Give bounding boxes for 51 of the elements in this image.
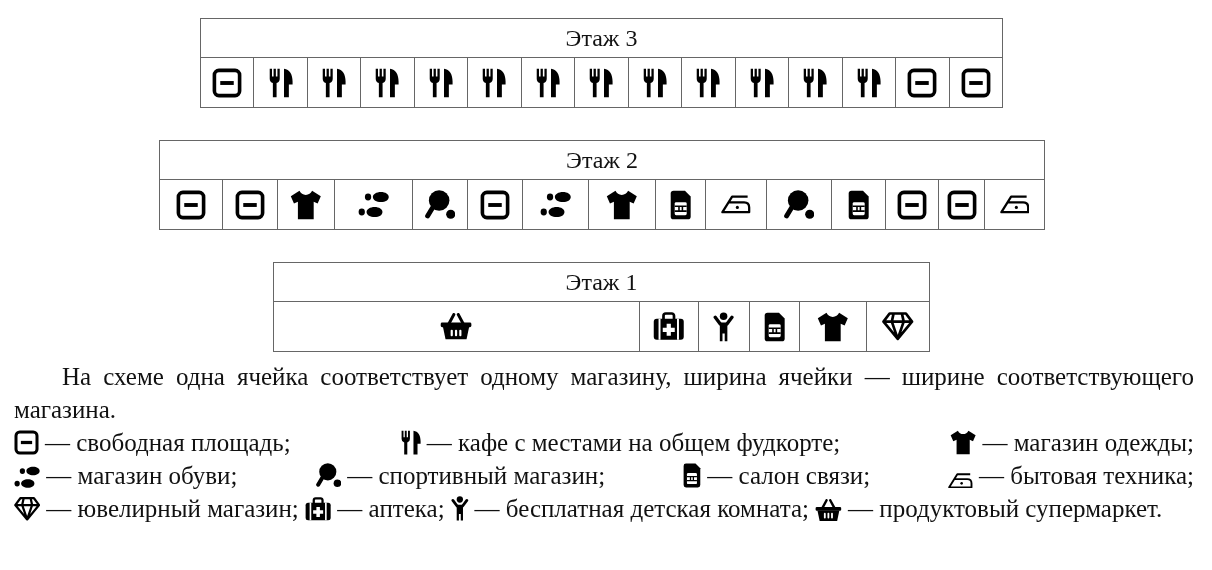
shop-cell — [221, 179, 278, 229]
floor-table — [200, 18, 1003, 108]
caption: На схеме одна ячейка соответствует одному магазину, ширина ячейки — ширине соответствующего магазина. — [14, 362, 1194, 425]
shop-cell — [334, 179, 412, 229]
shop-cell — [841, 57, 896, 107]
shop-cell — [866, 301, 929, 351]
floor-table — [273, 262, 930, 352]
legend-label: — свободная площадь; — [45, 429, 291, 456]
shop-cell — [467, 179, 522, 229]
legend-label: — спортивный магазин; — [347, 462, 606, 489]
shop-cell — [748, 301, 800, 351]
legend-label: — магазин одежды; — [982, 429, 1194, 456]
floor-heading: Этаж 3 — [565, 24, 638, 52]
floor-heading: Этаж 2 — [566, 146, 638, 174]
legend-label: — бытовая техника; — [979, 462, 1194, 489]
shop-cell — [253, 57, 307, 107]
shop-cell — [306, 57, 361, 107]
legend-label: — ювелирный магазин; — [46, 495, 299, 522]
shop-cell — [765, 179, 832, 229]
shop-cell — [697, 301, 749, 351]
shop-cell — [734, 57, 789, 107]
shop-cell — [799, 301, 867, 351]
shop-cell — [654, 179, 705, 229]
shop-cell — [885, 179, 939, 229]
shop-cell — [467, 57, 521, 107]
shop-cell — [681, 57, 735, 107]
shop-cell — [521, 179, 588, 229]
legend-label: — салон связи; — [707, 462, 871, 489]
shop-cell — [587, 179, 655, 229]
shop-cell — [948, 57, 1003, 107]
floor-heading: Этаж 1 — [565, 268, 638, 296]
legend-label: — кафе с местами на общем фудкорте; — [426, 429, 841, 456]
shop-cell — [360, 57, 414, 107]
legend-label: — продуктовый супермаркет. — [848, 495, 1163, 522]
shop-cell — [574, 57, 628, 107]
shop-cell — [831, 179, 886, 229]
shop-cell — [277, 179, 335, 229]
shop-cell — [938, 179, 985, 229]
legend-label: — магазин обуви; — [46, 462, 238, 489]
shop-cell — [895, 57, 949, 107]
shop-cell — [704, 179, 766, 229]
shop-cell — [638, 301, 698, 351]
shop-cell — [413, 57, 468, 107]
floor-table — [159, 140, 1045, 230]
shop-cell — [412, 179, 468, 229]
shop-cell — [520, 57, 575, 107]
shop-cell — [788, 57, 842, 107]
legend-label: — бесплатная детская комната; — [474, 495, 810, 522]
shop-cell — [627, 57, 682, 107]
legend-label: — аптека; — [337, 495, 445, 522]
shop-cell — [984, 179, 1044, 229]
